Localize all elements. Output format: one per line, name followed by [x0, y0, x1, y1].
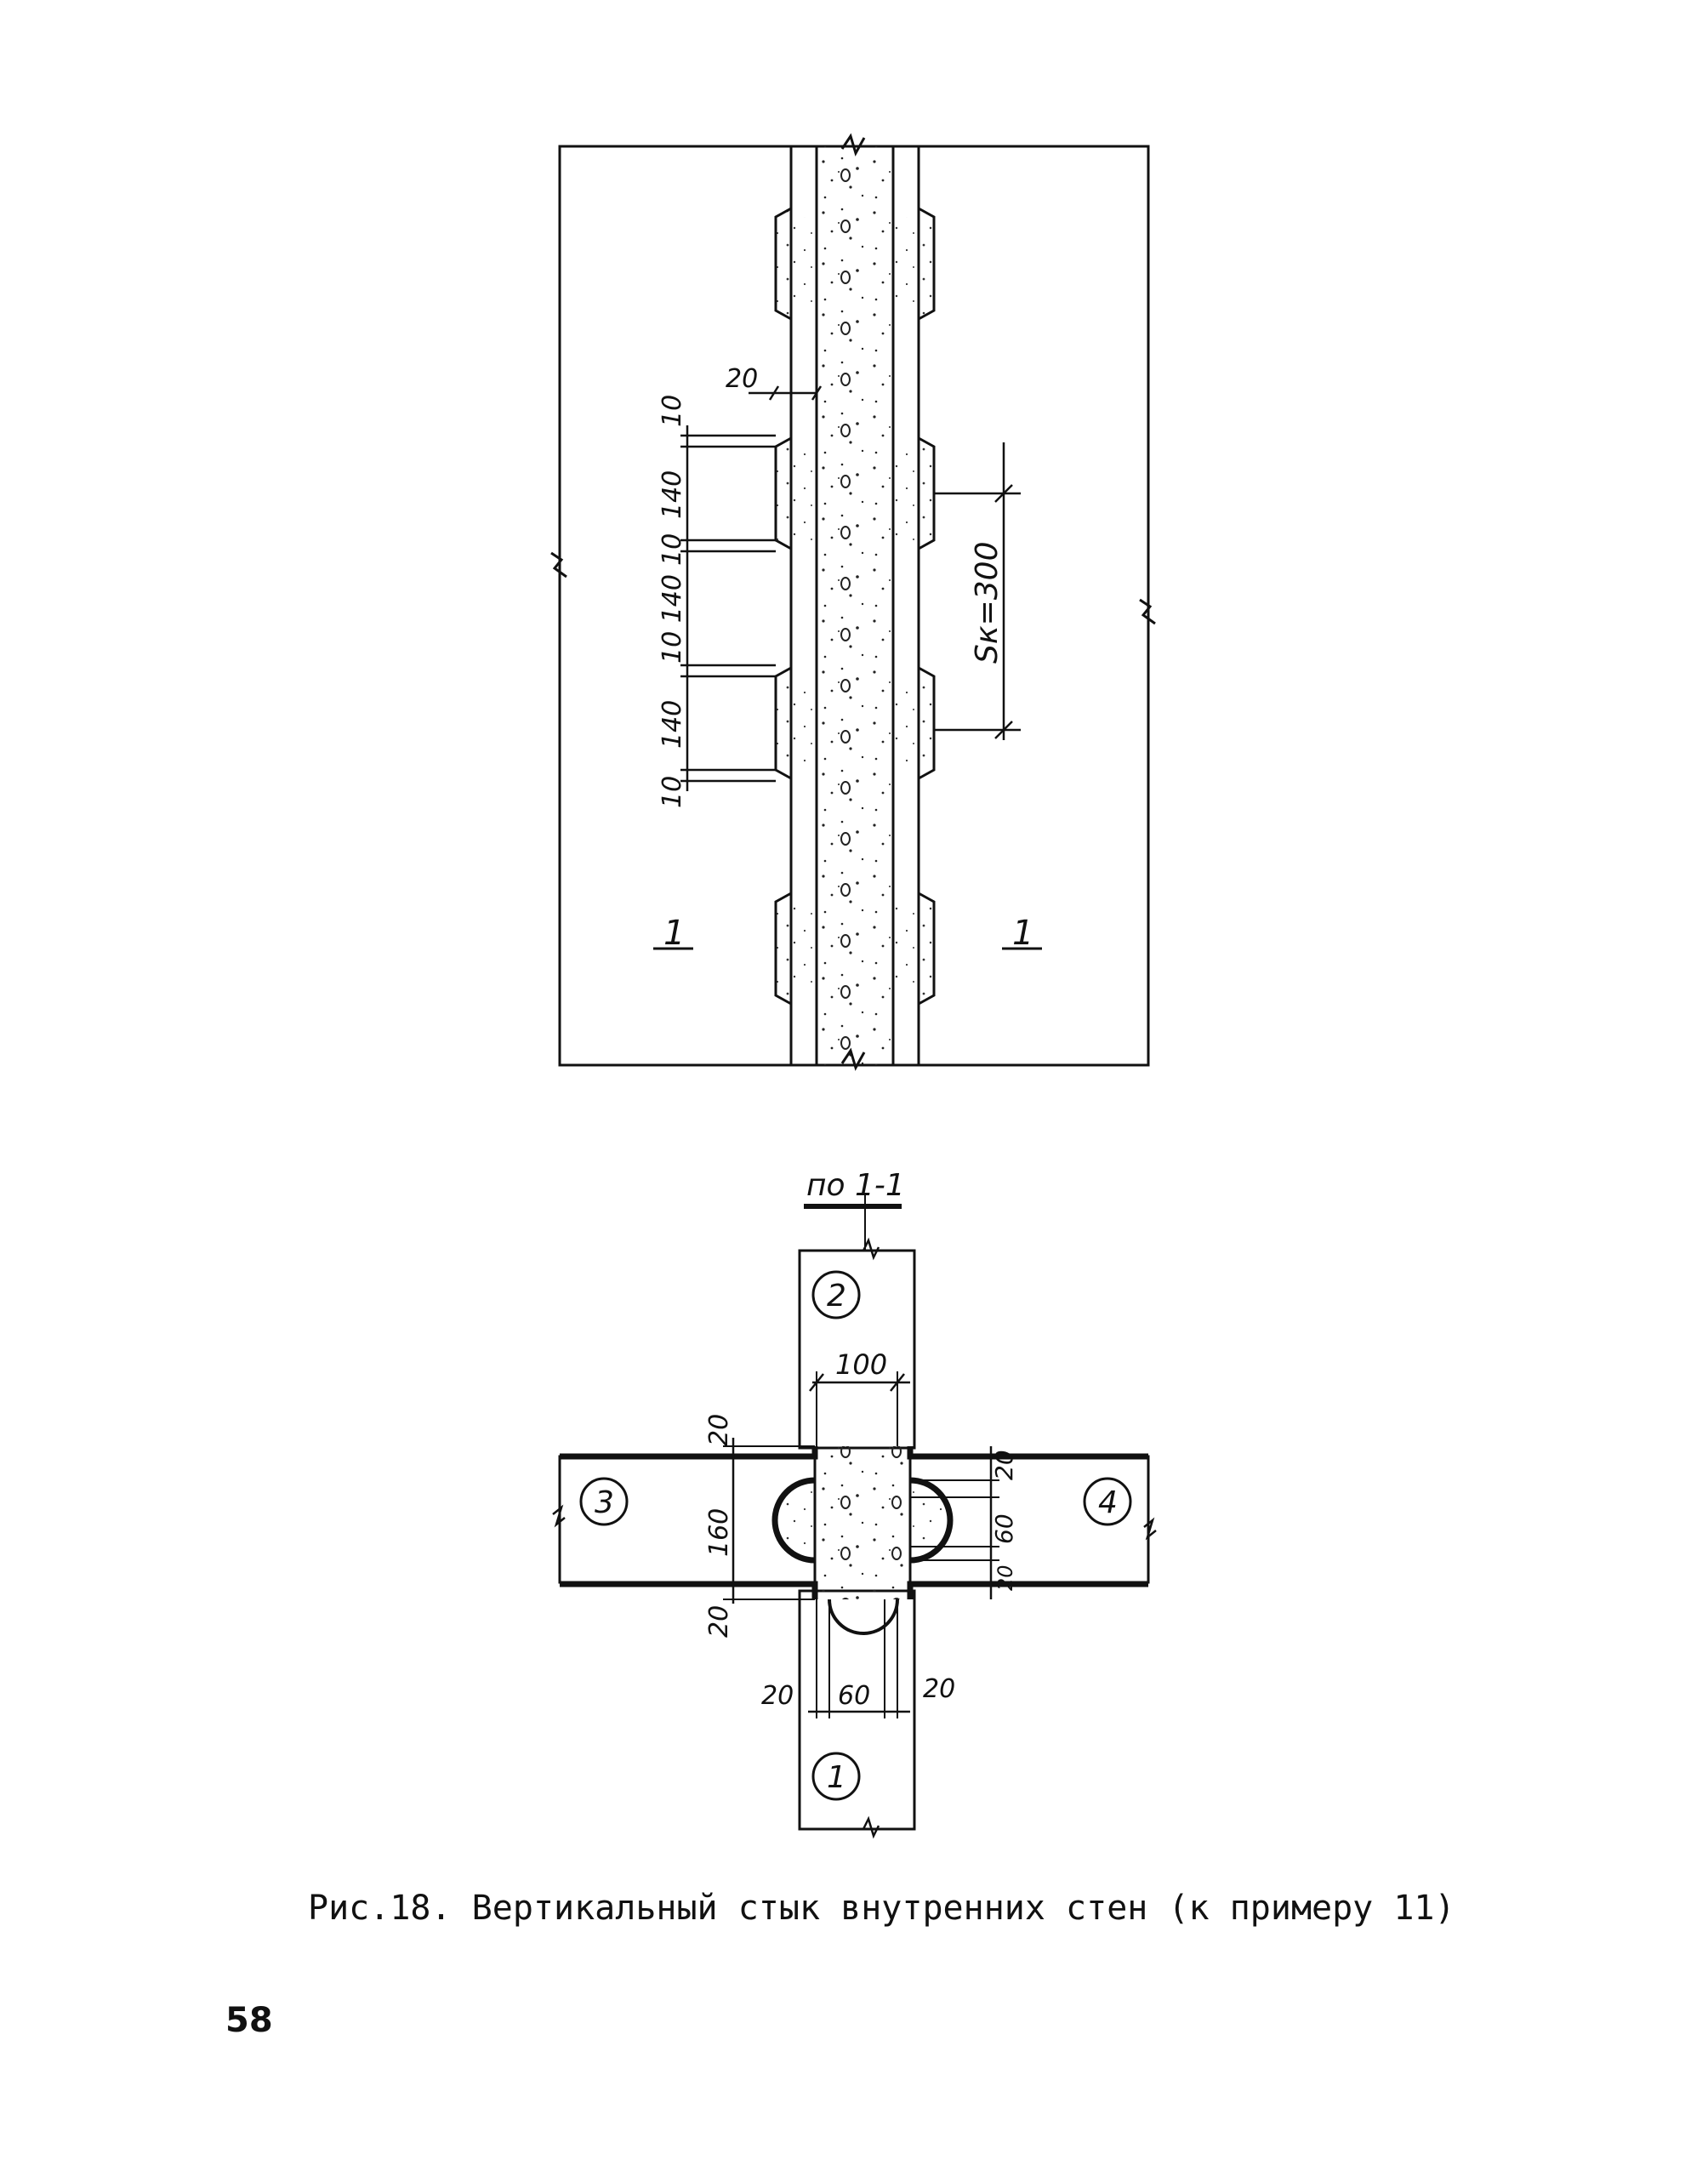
elevation-view	[550, 133, 1156, 1071]
dim-10-d: 10	[658, 776, 687, 808]
concrete-core	[818, 146, 891, 1065]
figure-caption: Рис.18. Вертикальный стык внутренних сте…	[308, 1889, 1455, 1928]
dim-left-160: 160	[704, 1508, 734, 1557]
dim-right-20-top: 20	[990, 1450, 1018, 1480]
dim-right-20-bottom: 20	[993, 1564, 1017, 1591]
panel-mark-right: 1	[1012, 914, 1033, 953]
section-concrete-core	[821, 1446, 906, 1599]
section-title: по 1-1	[806, 1168, 905, 1203]
dim-bottom-20-right: 20	[923, 1674, 955, 1704]
break-mark-bottom	[840, 1047, 866, 1071]
section-view	[552, 1195, 1157, 1839]
dim-10-a: 10	[658, 395, 687, 427]
dim-spacing-right	[934, 442, 1021, 740]
dim-top-100: 100	[835, 1348, 887, 1381]
dim-left-20-top: 20	[704, 1414, 734, 1446]
break-mark-top	[840, 133, 866, 157]
wall-1-marker	[811, 1752, 861, 1801]
page-number: 58	[225, 2001, 273, 2040]
dim-140-c: 140	[658, 700, 687, 749]
wall-3-label: 3	[595, 1485, 614, 1520]
dim-chain-left	[680, 385, 823, 791]
wall-4-marker	[1083, 1477, 1132, 1526]
dim-gap-20: 20	[726, 364, 758, 394]
dim-bottom-60: 60	[838, 1681, 870, 1711]
break-mark-left	[550, 551, 567, 578]
wall-3-marker	[579, 1477, 629, 1526]
break-mark-right	[1139, 598, 1156, 625]
shear-keys	[774, 207, 936, 1006]
wall-4-label: 4	[1098, 1485, 1118, 1520]
panel-mark-left: 1	[663, 914, 685, 953]
key-left	[771, 1477, 816, 1564]
dim-10-b: 10	[658, 533, 687, 566]
key-bottom	[828, 1599, 899, 1635]
dim-140-b: 10 140	[658, 574, 687, 664]
wall-2-marker	[811, 1270, 861, 1319]
wall-2-label: 2	[827, 1279, 846, 1314]
dim-spacing: Sк=300	[970, 542, 1005, 664]
dim-bottom-20-left: 20	[761, 1681, 794, 1711]
key-right	[909, 1477, 954, 1564]
dim-140-a: 140	[658, 470, 687, 519]
wall-1-label: 1	[827, 1760, 846, 1795]
dim-left-20-bottom: 20	[704, 1605, 734, 1638]
dim-right-60: 60	[990, 1513, 1018, 1544]
